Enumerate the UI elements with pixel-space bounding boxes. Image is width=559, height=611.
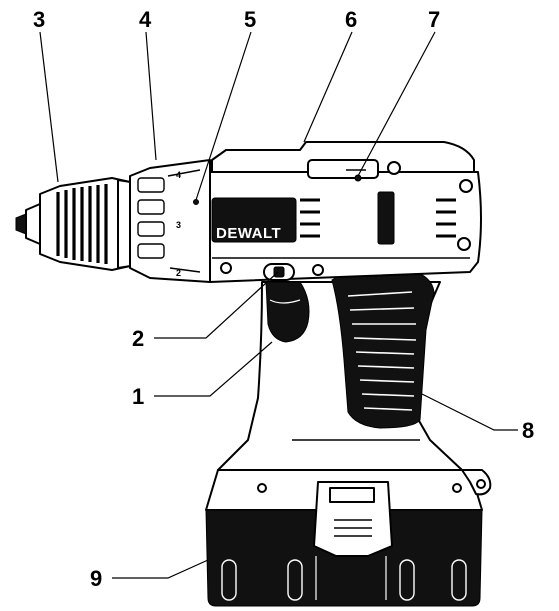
callout-5: 5 [244,7,256,32]
rubber-grip [331,267,435,429]
bit-holder [307,159,379,182]
callout-8: 8 [522,418,534,443]
clutch-number-4: 4 [176,170,181,180]
callout-6: 6 [345,7,357,32]
trigger-switch [265,281,310,343]
callout-2: 2 [132,326,144,351]
callout-3: 3 [33,7,45,32]
clutch-number-2: 2 [176,268,181,278]
callouts: 3 4 5 6 7 2 1 8 9 [33,7,534,591]
callout-7: 7 [428,7,440,32]
clutch-number-3: 3 [176,220,181,230]
clutch-collar: 4 3 2 [129,159,211,283]
brand-logo-text: DEWALT [216,225,281,242]
drill-housing: DEWALT [205,141,482,283]
callout-4: 4 [139,7,152,32]
callout-9: 9 [90,566,102,591]
battery-pack [205,469,492,607]
leader-lines [39,31,518,579]
chuck [15,177,131,271]
callout-1: 1 [132,384,144,409]
